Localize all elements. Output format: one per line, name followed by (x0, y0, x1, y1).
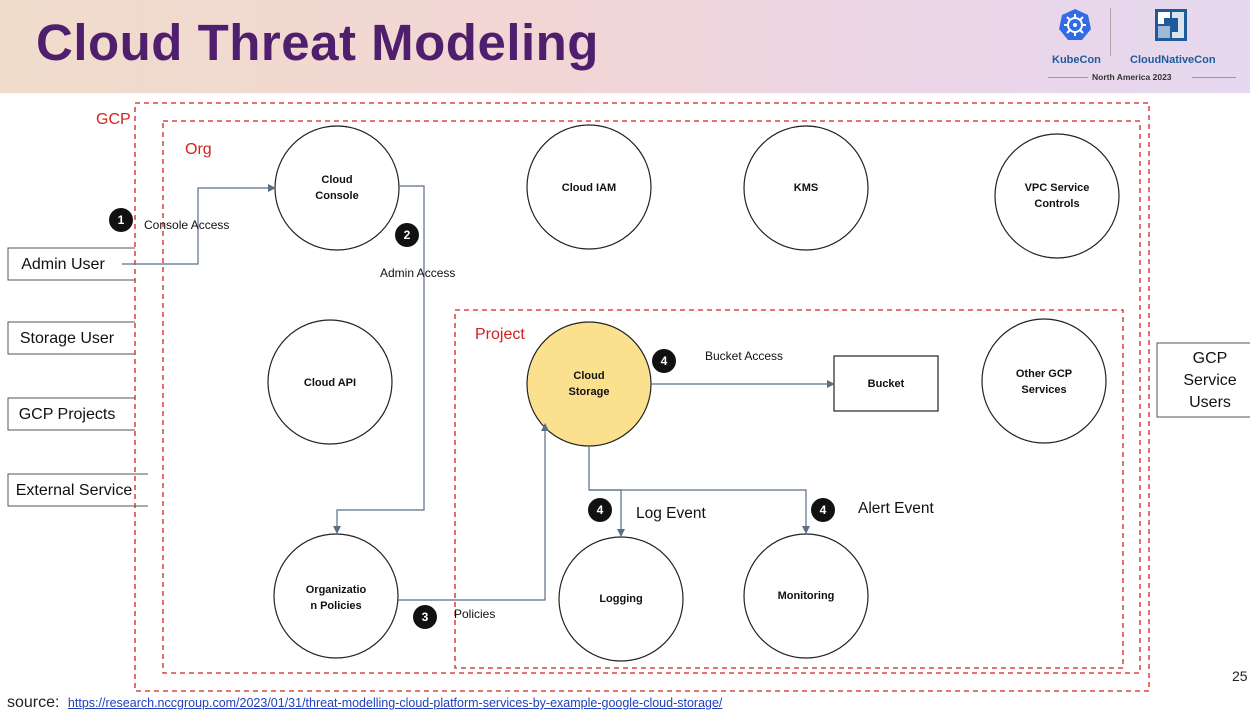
event-logos: KubeCon CloudNativeCon North America 202… (1048, 6, 1238, 86)
alert-event-arrow (589, 489, 810, 534)
cloud-iam-node (526, 124, 652, 250)
logo-rule-left (1048, 77, 1088, 78)
gcp-service-users-line3: Users (1189, 394, 1231, 411)
gcp-service-users-line2: Service (1183, 372, 1237, 389)
logging-label: Logging (599, 593, 643, 605)
log-event-arrow (588, 446, 625, 537)
vpc-service-controls-node (994, 133, 1120, 259)
admin-access-arrow (333, 185, 425, 534)
kubecon-helm-icon (1059, 9, 1091, 40)
cloud-storage-label-line1: Cloud (573, 370, 605, 382)
console-access-label: Console Access (144, 218, 230, 232)
step-3-badge: 3 (413, 605, 437, 629)
organization-policies-label: Organizatio n Policies (286, 582, 386, 614)
alert-event-label: Alert Event (858, 500, 934, 517)
vpc-label-line1: VPC Service (1024, 182, 1090, 194)
slide-title: Cloud Threat Modeling (36, 14, 599, 71)
org-boundary (162, 120, 1141, 674)
cloud-storage-label: Cloud Storage (539, 368, 639, 400)
gcp-service-users-box (1156, 342, 1250, 418)
org-policies-label-line1: Organizatio (305, 584, 367, 596)
bucket-node (833, 355, 939, 412)
bucket-access-label: Bucket Access (705, 349, 784, 363)
source-label: source: (7, 694, 60, 711)
cloud-storage-label-line2: Storage (568, 386, 610, 398)
step-4-bucket-badge: 4 (652, 349, 676, 373)
cloud-api-label: Cloud API (303, 377, 357, 389)
kubecon-wordmark: KubeCon (1052, 54, 1101, 66)
cloud-iam-label: Cloud IAM (561, 182, 617, 194)
admin-access-label: Admin Access (380, 266, 456, 280)
external-service-box (7, 473, 148, 507)
other-gcp-label-line2: Services (1021, 384, 1067, 396)
external-service-label: External Service (15, 482, 133, 499)
cloud-api-node (267, 319, 393, 445)
other-gcp-services-node (981, 318, 1107, 444)
event-name: North America 2023 (1092, 72, 1172, 82)
cloud-console-label-line1: Cloud (321, 174, 353, 186)
log-event-label: Log Event (636, 505, 706, 522)
kms-node (743, 125, 869, 251)
step-1-badge: 1 (109, 208, 133, 232)
admin-user-label: Admin User (21, 256, 105, 273)
storage-user-box (7, 321, 135, 355)
diagram-canvas (7, 102, 1250, 692)
slide-header: Cloud Threat Modeling KubeCon CloudNativ… (0, 0, 1250, 93)
vpc-service-controls-label: VPC Service Controls (1002, 180, 1112, 212)
threat-model-diagram: GCP Org Project Cloud Console Cloud IAM … (0, 93, 1250, 693)
org-policies-label-line2: n Policies (310, 600, 362, 612)
gcp-region-label: GCP (96, 111, 131, 128)
logging-node (558, 536, 684, 662)
storage-user-label: Storage User (19, 330, 115, 347)
page-number: 25 (1232, 668, 1248, 684)
source-footer: source: https://research.nccgroup.com/20… (7, 694, 722, 712)
step-4-alert-badge: 4 (811, 498, 835, 522)
policies-label: Policies (454, 607, 496, 621)
other-gcp-label-line1: Other GCP (1015, 368, 1073, 380)
source-link[interactable]: https://research.nccgroup.com/2023/01/31… (67, 696, 723, 710)
cncf-logo-icon (1155, 9, 1187, 41)
step-4-log-badge: 4 (588, 498, 612, 522)
kms-label: KMS (793, 182, 819, 194)
gcp-service-users-label: GCP Service Users (1170, 348, 1250, 414)
admin-user-box (7, 247, 135, 281)
cloudnativecon-wordmark: CloudNativeCon (1130, 54, 1216, 66)
monitoring-label: Monitoring (777, 590, 835, 602)
cloud-console-label-line2: Console (315, 190, 359, 202)
gcp-service-users-line1: GCP (1192, 350, 1228, 367)
logo-divider (1110, 8, 1111, 56)
gcp-projects-label: GCP Projects (18, 406, 116, 423)
gcp-boundary (134, 102, 1150, 692)
cloud-console-label: Cloud Console (287, 172, 387, 204)
vpc-label-line2: Controls (1034, 198, 1080, 210)
console-access-arrow (122, 184, 276, 265)
policies-arrow (398, 423, 549, 601)
step-2-badge: 2 (395, 223, 419, 247)
monitoring-node (743, 533, 869, 659)
project-region-label: Project (475, 326, 525, 343)
logo-rule-right (1192, 77, 1236, 78)
org-region-label: Org (185, 141, 212, 158)
other-gcp-services-label: Other GCP Services (989, 366, 1099, 398)
project-boundary (454, 309, 1124, 669)
organization-policies-node (273, 533, 399, 659)
bucket-label: Bucket (867, 378, 905, 390)
gcp-projects-box (7, 397, 135, 431)
